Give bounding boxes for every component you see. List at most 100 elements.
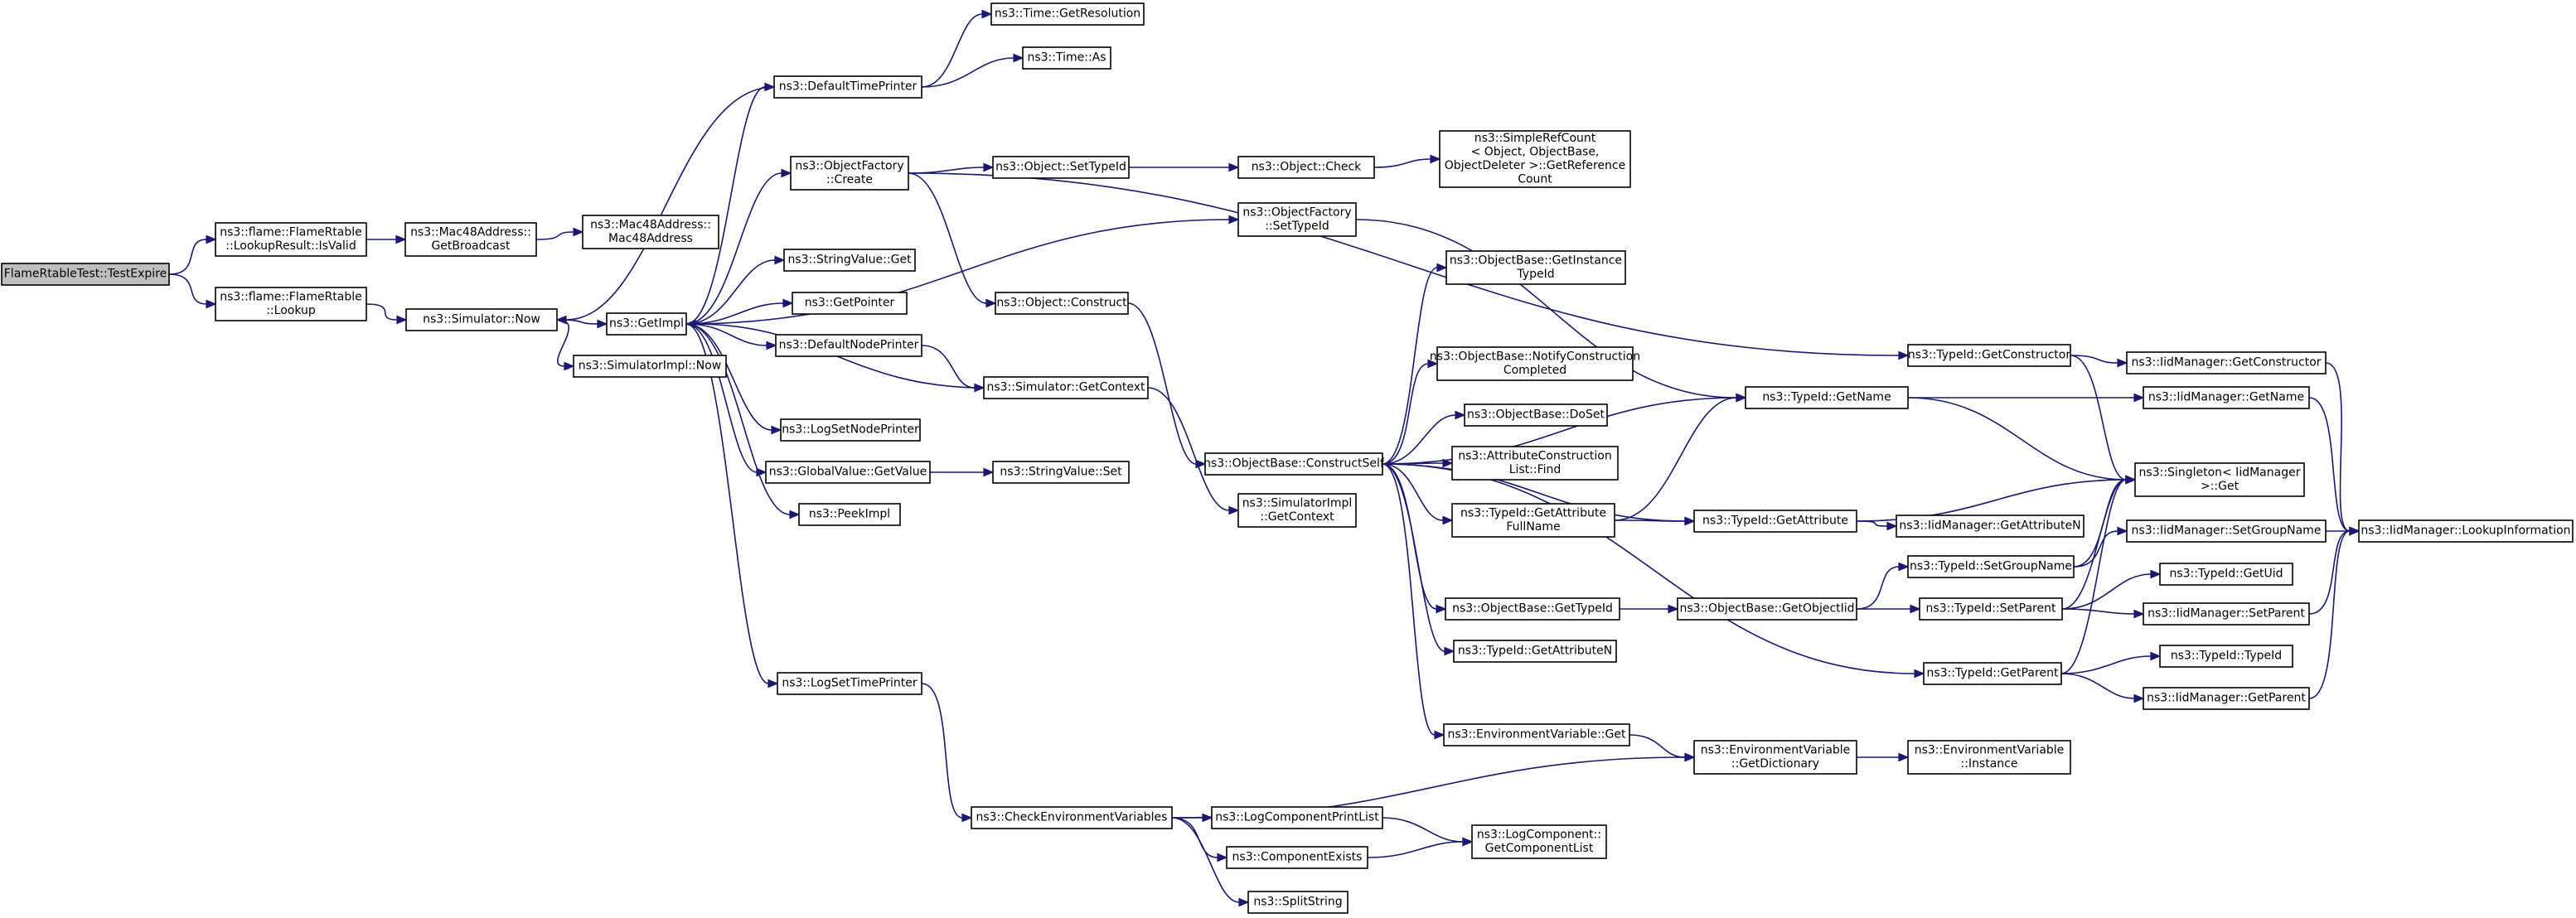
node-mac-getbroadcast[interactable]: ns3::Mac48Address::GetBroadcast (404, 222, 537, 257)
edge-root-to-lookup (168, 273, 217, 309)
node-label: ns3::GetImpl (609, 317, 684, 331)
node-singleton-get[interactable]: ns3::Singleton< IidManager >::Get (2134, 462, 2305, 497)
node-tid-getparent[interactable]: ns3::TypeId::GetParent (1923, 662, 2062, 685)
node-iid-getparent[interactable]: ns3::IidManager::GetParent (2143, 687, 2310, 710)
node-tid-getattribute[interactable]: ns3::TypeId::GetAttribute (1693, 510, 1857, 533)
node-label: FlameRtableTest::TestExpire (4, 268, 167, 281)
node-ob-doset[interactable]: ns3::ObjectBase::DoSet (1464, 403, 1608, 427)
node-box (2159, 645, 2293, 668)
node-box (2358, 519, 2574, 543)
node-label: ns3::EnvironmentVariable::Get (1448, 728, 1626, 742)
node-box (783, 249, 916, 272)
edge-gv-getvalue-to-stringvalue-set (930, 467, 995, 477)
node-logsettimeprinter[interactable]: ns3::LogSetTimePrinter (777, 672, 922, 695)
node-tid-getconstructor[interactable]: ns3::TypeId::GetConstructor (1907, 344, 2071, 367)
node-stringvalue-set[interactable]: ns3::StringValue::Set (992, 461, 1130, 484)
edge-ob-getobjectiid-to-tid-setgroupname (1856, 562, 1910, 610)
node-obj-settypeid[interactable]: ns3::Object::SetTypeId (992, 156, 1130, 179)
node-component-exists[interactable]: ns3::ComponentExists (1226, 846, 1368, 869)
edge-tid-getattrfullname-to-tid-getattribute (1614, 516, 1696, 526)
node-iid-getconstructor[interactable]: ns3::IidManager::GetConstructor (2126, 351, 2327, 374)
node-lr-isvalid[interactable]: ns3::flame::FlameRtable::LookupResult::I… (215, 222, 367, 257)
node-label: ns3::SimulatorImpl (1242, 496, 1353, 510)
node-tid-setparent[interactable]: ns3::TypeId::SetParent (1919, 597, 2063, 621)
node-iid-getattributen[interactable]: ns3::IidManager::GetAttributeN (1896, 515, 2085, 538)
node-getimpl[interactable]: ns3::GetImpl (606, 312, 687, 336)
node-ob-gettypeid[interactable]: ns3::ObjectBase::GetTypeId (1445, 597, 1620, 621)
node-env-getdict[interactable]: ns3::EnvironmentVariable::GetDictionary (1693, 740, 1857, 775)
node-iid-setgroupname[interactable]: ns3::IidManager::SetGroupName (2126, 519, 2327, 543)
node-sim-now[interactable]: ns3::Simulator::Now (405, 308, 558, 331)
node-getpointer[interactable]: ns3::GetPointer (792, 292, 908, 315)
edge-ob-constructself-to-ob-getinstancetypeid (1382, 263, 1448, 465)
edge-getimpl-to-peekimpl (685, 323, 801, 519)
node-box (983, 376, 1149, 399)
node-iid-lookupinfo[interactable]: ns3::IidManager::LookupInformation (2358, 519, 2574, 543)
node-logcomp-printlist[interactable]: ns3::LogComponentPrintList (1211, 806, 1383, 829)
node-box (1445, 597, 1620, 621)
node-box (215, 222, 367, 257)
node-label: Mac48Address (608, 232, 693, 245)
node-default-time-printer[interactable]: ns3::DefaultTimePrinter (773, 75, 922, 99)
node-label: ns3::ObjectBase::NotifyConstruction (1430, 350, 1640, 363)
node-box (777, 672, 922, 695)
node-label: ns3::GetPointer (805, 297, 895, 310)
node-label: ::SetTypeId (1265, 220, 1329, 233)
node-label: ns3::EnvironmentVariable (1701, 743, 1851, 756)
node-sim-getcontext[interactable]: ns3::Simulator::GetContext (983, 376, 1149, 399)
node-env-get[interactable]: ns3::EnvironmentVariable::Get (1443, 723, 1630, 746)
node-box (1439, 130, 1631, 188)
edge-sim-now-to-simimpl-now (556, 319, 575, 371)
node-mac-ctor[interactable]: ns3::Mac48Address::Mac48Address (582, 215, 719, 249)
node-label: ns3::TypeId::GetConstructor (1908, 349, 2070, 362)
node-box (1745, 386, 1909, 409)
node-tid-getattributen[interactable]: ns3::TypeId::GetAttributeN (1453, 640, 1617, 663)
node-tid-setgroupname[interactable]: ns3::TypeId::SetGroupName (1907, 555, 2075, 578)
node-simimpl-getcontext[interactable]: ns3::SimulatorImpl::GetContext (1237, 493, 1357, 528)
node-time-getres[interactable]: ns3::Time::GetResolution (990, 2, 1145, 26)
node-label: ns3::GlobalValue::GetValue (769, 466, 927, 479)
node-tid-getuid[interactable]: ns3::TypeId::GetUid (2159, 563, 2293, 586)
node-logsetnodeprinter[interactable]: ns3::LogSetNodePrinter (780, 418, 921, 442)
node-box (1693, 510, 1857, 533)
node-obj-construct[interactable]: ns3::Object::Construct (995, 292, 1129, 315)
node-box (1451, 503, 1615, 538)
node-logcomp-getlist[interactable]: ns3::LogComponent::GetComponentList (1471, 824, 1607, 859)
node-label: ns3::IidManager::GetAttributeN (1899, 519, 2080, 533)
node-split-string[interactable]: ns3::SplitString (1247, 891, 1349, 914)
node-default-node-printer[interactable]: ns3::DefaultNodePrinter (775, 334, 922, 357)
edge-tid-setparent-to-iid-setparent (2061, 608, 2145, 619)
node-tid-typeid[interactable]: ns3::TypeId::TypeId (2159, 645, 2293, 668)
node-label: ns3::Time::As (1027, 51, 1106, 65)
node-iid-getname[interactable]: ns3::IidManager::GetName (2143, 386, 2310, 409)
node-obj-check[interactable]: ns3::Object::Check (1237, 156, 1375, 179)
node-peekimpl[interactable]: ns3::PeekImpl (798, 503, 901, 526)
node-ob-constructself[interactable]: ns3::ObjectBase::ConstructSelf (1203, 452, 1385, 476)
edge-ob-gettypeid-to-ob-getobjectiid (1620, 604, 1679, 614)
edge-getimpl-to-logsettimeprinter (685, 323, 779, 688)
node-simimpl-now[interactable]: ns3::SimulatorImpl::Now (573, 355, 727, 378)
node-box (606, 312, 687, 336)
node-box (1451, 446, 1619, 481)
node-ob-notify[interactable]: ns3::ObjectBase::NotifyConstructionCompl… (1430, 346, 1640, 381)
node-label: ns3::Object::SetTypeId (995, 161, 1126, 174)
node-time-as[interactable]: ns3::Time::As (1022, 46, 1111, 70)
node-of-settypeid[interactable]: ns3::ObjectFactory::SetTypeId (1237, 202, 1357, 237)
node-box (405, 308, 558, 331)
node-iid-setparent[interactable]: ns3::IidManager::SetParent (2143, 602, 2310, 626)
node-lookup[interactable]: ns3::flame::FlameRtable::Lookup (215, 287, 367, 321)
node-simplerefcount[interactable]: ns3::SimpleRefCount< Object, ObjectBase,… (1439, 130, 1631, 188)
edge-component-exists-to-logcomp-getlist (1367, 837, 1474, 858)
node-check-env[interactable]: ns3::CheckEnvironmentVariables (971, 806, 1173, 829)
node-tid-getname[interactable]: ns3::TypeId::GetName (1745, 386, 1909, 409)
node-gv-getvalue[interactable]: ns3::GlobalValue::GetValue (765, 461, 931, 484)
node-root[interactable]: FlameRtableTest::TestExpire (1, 263, 170, 286)
node-label: Count (1518, 172, 1552, 186)
node-ob-getobjectiid[interactable]: ns3::ObjectBase::GetObjectIid (1677, 597, 1857, 621)
node-stringvalue-get[interactable]: ns3::StringValue::Get (783, 249, 916, 272)
node-env-instance[interactable]: ns3::EnvironmentVariable::Instance (1907, 740, 2071, 775)
node-of-create[interactable]: ns3::ObjectFactory::Create (790, 156, 909, 191)
